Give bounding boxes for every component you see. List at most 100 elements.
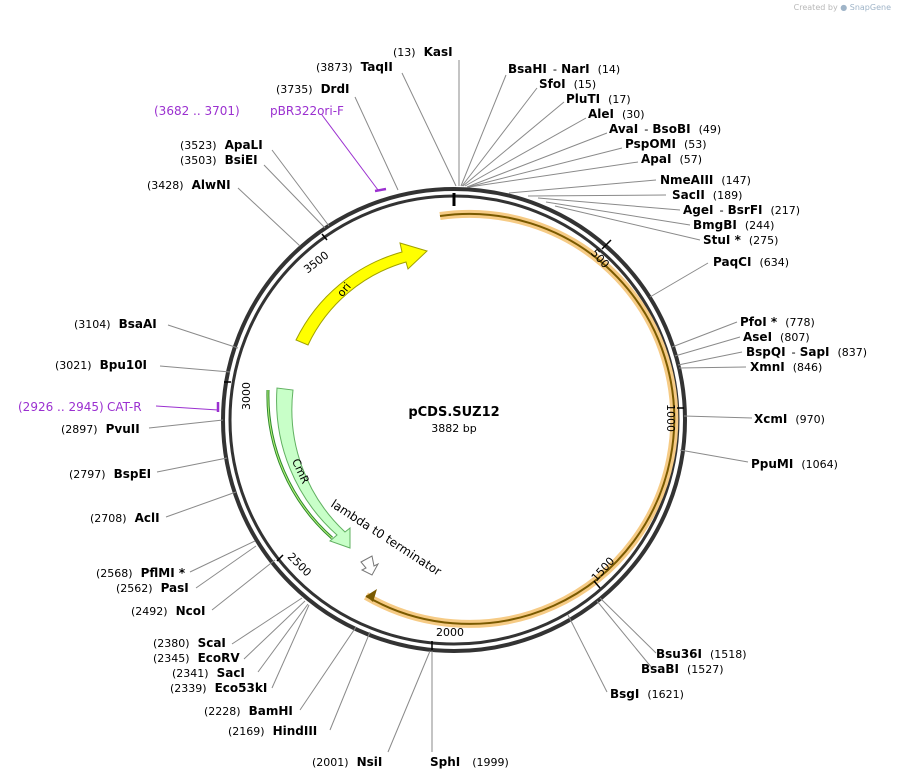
svg-text:(2228)BamHI: (2228)BamHI [204, 704, 293, 718]
site-acli[interactable]: (2708)AclI [90, 511, 160, 525]
svg-text:XcmI(970): XcmI(970) [754, 412, 825, 426]
site-bsgi[interactable]: BsgI(1621) [610, 687, 684, 701]
svg-text:(3523)ApaLI: (3523)ApaLI [180, 138, 263, 152]
svg-text:XmnI(846): XmnI(846) [750, 360, 822, 374]
svg-text:ApaI(57): ApaI(57) [641, 152, 702, 166]
site-pluti[interactable]: PluTI(17) [566, 92, 631, 106]
site-pvuii[interactable]: (2897)PvuII [61, 422, 140, 436]
credit-prefix: Created by [793, 3, 838, 12]
site-bspei[interactable]: (2797)BspEI [69, 467, 151, 481]
primer-pbr322ori-f-label: pBR322ori-F [270, 104, 344, 118]
site-xmni[interactable]: XmnI(846) [750, 360, 822, 374]
svg-text:AseI(807): AseI(807) [743, 330, 810, 344]
svg-text:(3735)DrdI: (3735)DrdI [276, 82, 350, 96]
svg-text:NmeAIII(147): NmeAIII(147) [660, 173, 751, 187]
primer-cat-r-label: CAT-R [107, 400, 142, 414]
svg-text:(13)KasI: (13)KasI [393, 45, 453, 59]
site-agei-bsrfi[interactable]: AgeI-BsrFI(217) [683, 203, 800, 217]
svg-text:(2345)EcoRV: (2345)EcoRV [153, 651, 240, 665]
svg-text:(3873)TaqII: (3873)TaqII [316, 60, 393, 74]
svg-text:AvaI-BsoBI(49): AvaI-BsoBI(49) [609, 122, 721, 136]
site-bsaai[interactable]: (3104)BsaAI [74, 317, 157, 331]
site-nsii[interactable]: (2001)NsiI [312, 755, 382, 769]
primer-pbr322ori-f-position: (3682 .. 3701) [154, 104, 240, 118]
svg-text:2500: 2500 [285, 550, 314, 579]
svg-text:PspOMI(53): PspOMI(53) [625, 137, 707, 151]
svg-text:(2380)ScaI: (2380)ScaI [153, 636, 226, 650]
site-bsiei[interactable]: (3503)BsiEI [180, 153, 258, 167]
site-pspomi[interactable]: PspOMI(53) [625, 137, 707, 151]
svg-text:(2708)AclI: (2708)AclI [90, 511, 160, 525]
site-paqci[interactable]: PaqCI(634) [713, 255, 789, 269]
site-bmgbi[interactable]: BmgBI(244) [693, 218, 774, 232]
svg-text:(2001)NsiI: (2001)NsiI [312, 755, 382, 769]
site-pfoi[interactable]: PfoI *(778) [740, 315, 815, 329]
site-apali[interactable]: (3523)ApaLI [180, 138, 263, 152]
svg-text:(2797)BspEI: (2797)BspEI [69, 467, 151, 481]
site-leader-lines [148, 60, 753, 753]
svg-text:BsaHI-NarI(14): BsaHI-NarI(14) [508, 62, 620, 76]
svg-text:SfoI(15): SfoI(15) [539, 77, 596, 91]
site-bsahi-nari[interactable]: BsaHI-NarI(14) [508, 62, 620, 76]
svg-text:(2897)PvuII: (2897)PvuII [61, 422, 140, 436]
site-xcmi[interactable]: XcmI(970) [754, 412, 825, 426]
selection-arc-arrow-icon [366, 589, 377, 602]
selection-arc [365, 212, 676, 625]
svg-text:(3104)BsaAI: (3104)BsaAI [74, 317, 157, 331]
svg-text:PpuMI(1064): PpuMI(1064) [751, 457, 838, 471]
site-sacii[interactable]: SacII(189) [672, 188, 742, 202]
credit-brand: SnapGene [849, 3, 891, 12]
site-pasi[interactable]: (2562)PasI [116, 581, 189, 595]
svg-text:PfoI *(778): PfoI *(778) [740, 315, 815, 329]
site-kasi[interactable]: (13)KasI [393, 45, 453, 59]
plasmid-length: 3882 bp [431, 422, 476, 435]
site-apai[interactable]: ApaI(57) [641, 152, 702, 166]
site-sfoi[interactable]: SfoI(15) [539, 77, 596, 91]
svg-text:AleI(30): AleI(30) [588, 107, 645, 121]
site-saci[interactable]: (2341)SacI [172, 666, 245, 680]
svg-text:BmgBI(244): BmgBI(244) [693, 218, 774, 232]
site-pflmi[interactable]: (2568)PflMI * [96, 566, 186, 580]
site-alwni[interactable]: (3428)AlwNI [147, 178, 231, 192]
site-taqii[interactable]: (3873)TaqII [316, 60, 393, 74]
plasmid-name: pCDS.SUZ12 [408, 405, 499, 420]
site-stui[interactable]: StuI *(275) [703, 233, 778, 247]
feature-cmr[interactable]: CmR [276, 387, 351, 549]
svg-text:(3428)AlwNI: (3428)AlwNI [147, 178, 231, 192]
primer-cat-r[interactable]: (2926 .. 2945) CAT-R [18, 400, 220, 414]
site-bamhi[interactable]: (2228)BamHI [204, 704, 293, 718]
site-eco53ki[interactable]: (2339)Eco53kI [170, 681, 267, 695]
svg-text:SphI(1999): SphI(1999) [430, 755, 509, 769]
site-nmeaiii[interactable]: NmeAIII(147) [660, 173, 751, 187]
site-drdi[interactable]: (3735)DrdI [276, 82, 350, 96]
cmr-strand-highlight [267, 389, 333, 539]
tick-2000: 2000 [431, 626, 464, 650]
svg-text:(2339)Eco53kI: (2339)Eco53kI [170, 681, 267, 695]
site-hindiii[interactable]: (2169)HindIII [228, 724, 317, 738]
site-bspqi-sapi[interactable]: BspQI-SapI(837) [746, 345, 867, 359]
site-avai-bsobi[interactable]: AvaI-BsoBI(49) [609, 122, 721, 136]
site-bsabi[interactable]: BsaBI(1527) [641, 662, 724, 676]
svg-text:BsgI(1621): BsgI(1621) [610, 687, 684, 701]
site-ppumi[interactable]: PpuMI(1064) [751, 457, 838, 471]
site-ecorv[interactable]: (2345)EcoRV [153, 651, 240, 665]
svg-text:Bsu36I(1518): Bsu36I(1518) [656, 647, 747, 661]
snapgene-credit: Created by ● SnapGene [794, 3, 891, 12]
site-bpu10i[interactable]: (3021)Bpu10I [55, 358, 147, 372]
svg-text:StuI *(275): StuI *(275) [703, 233, 778, 247]
site-sphi[interactable]: SphI(1999) [430, 755, 509, 769]
svg-text:2000: 2000 [436, 626, 464, 639]
svg-text:BsaBI(1527): BsaBI(1527) [641, 662, 724, 676]
svg-text:(2341)SacI: (2341)SacI [172, 666, 245, 680]
svg-text:PluTI(17): PluTI(17) [566, 92, 631, 106]
site-asei[interactable]: AseI(807) [743, 330, 810, 344]
site-bsu36i[interactable]: Bsu36I(1518) [656, 647, 747, 661]
site-ncoi[interactable]: (2492)NcoI [131, 604, 205, 618]
site-scai[interactable]: (2380)ScaI [153, 636, 226, 650]
svg-text:PaqCI(634): PaqCI(634) [713, 255, 789, 269]
svg-text:3000: 3000 [240, 382, 253, 410]
primer-pbr322ori-f[interactable]: (3682 .. 3701) pBR322ori-F [154, 104, 387, 193]
svg-text:(2492)NcoI: (2492)NcoI [131, 604, 205, 618]
site-alei[interactable]: AleI(30) [588, 107, 645, 121]
